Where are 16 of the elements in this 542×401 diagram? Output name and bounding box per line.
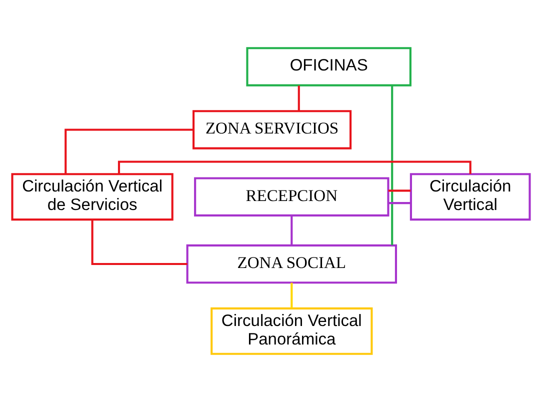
node-box: ZONA SOCIAL <box>186 244 398 284</box>
connector <box>298 85 300 110</box>
node-box: ZONA SERVICIOS <box>192 110 352 149</box>
connector <box>91 219 188 265</box>
connector <box>388 189 411 192</box>
node-box: Circulación Vertical <box>410 172 531 220</box>
connector <box>391 85 394 245</box>
connector <box>118 160 472 174</box>
connector <box>64 128 194 174</box>
node-box: Circulación Vertical Panorámica <box>210 306 373 354</box>
node-box: OFICINAS <box>246 46 412 86</box>
node-box: Circulación Vertical de Servicios <box>11 172 174 220</box>
node-box: RECEPCION <box>194 176 390 216</box>
connector <box>388 202 411 204</box>
connector <box>290 282 293 308</box>
connector <box>290 215 293 245</box>
